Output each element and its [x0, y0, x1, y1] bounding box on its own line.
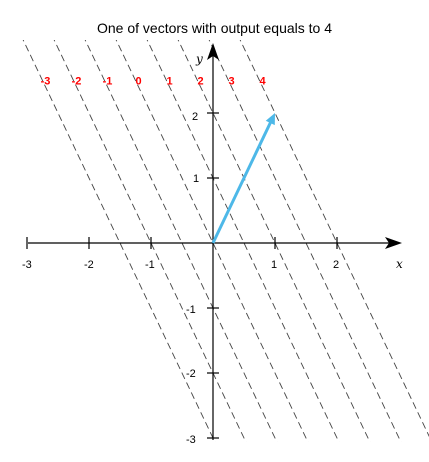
level-label: 0	[135, 76, 141, 88]
level-label: 2	[197, 76, 203, 88]
level-label: -3	[41, 76, 51, 88]
diagram-title: One of vectors with output equals to 4	[96, 20, 333, 36]
y-tick-label: -1	[186, 304, 196, 316]
y-axis-label: y	[195, 52, 203, 66]
y-tick-label: 1	[193, 173, 199, 185]
x-tick-label: 2	[333, 259, 339, 271]
y-axis-arrowhead	[207, 43, 219, 60]
level-label: 4	[259, 76, 266, 88]
y-tick-label: -3	[186, 434, 196, 446]
x-axis-label: x	[396, 257, 403, 271]
x-tick-label: 1	[271, 259, 277, 271]
y-tick-label: 2	[192, 111, 198, 123]
x-tick-label: -1	[145, 259, 155, 271]
level-label: 3	[228, 76, 234, 88]
level-labels: -3 -2 -1 0 1 2 3 4	[41, 76, 267, 88]
y-tick-label: -2	[186, 368, 196, 380]
level-label: -1	[103, 76, 113, 88]
level-label: 1	[166, 76, 172, 88]
vector-shaft	[211, 120, 273, 244]
x-tick-label: -2	[84, 259, 94, 271]
axis-ticks	[26, 112, 338, 439]
x-tick-label: -3	[22, 259, 32, 271]
level-label: -2	[72, 76, 82, 88]
vector-arrowhead	[265, 113, 275, 126]
x-axis-arrowhead	[385, 237, 402, 249]
vector	[211, 113, 275, 244]
